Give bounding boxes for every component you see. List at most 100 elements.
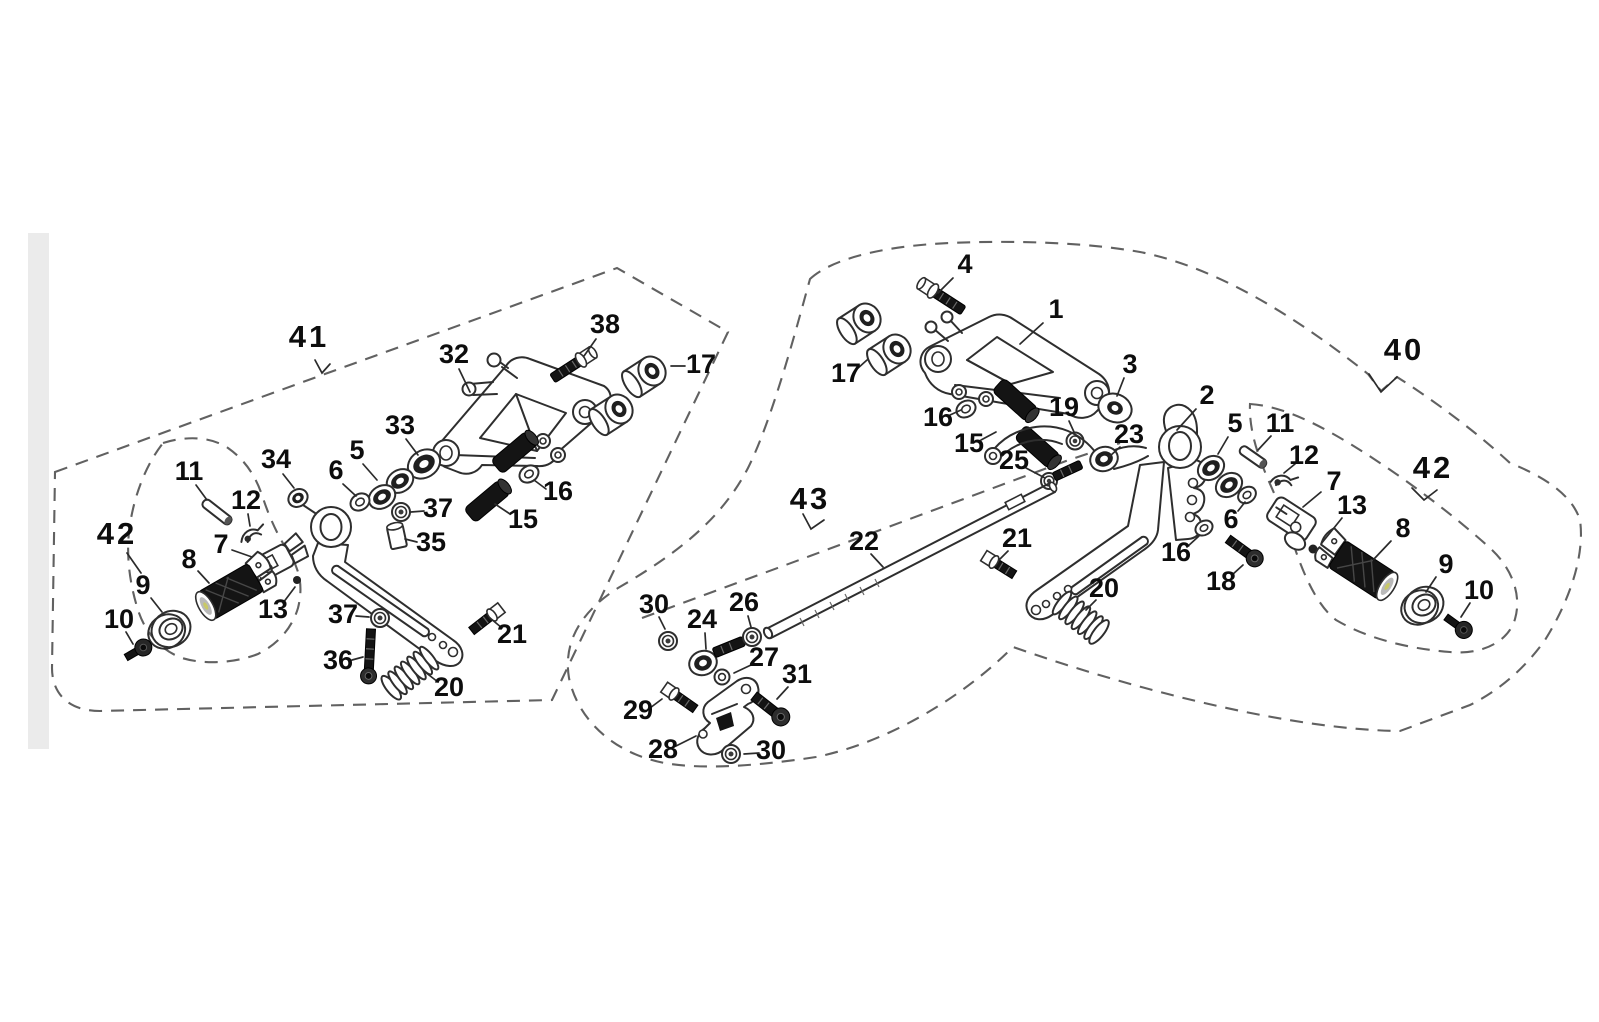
callout-3: 3	[1122, 349, 1137, 379]
callout-leader-37	[355, 615, 370, 618]
callout-8: 8	[1395, 513, 1410, 543]
callout-leader-12	[1283, 463, 1296, 474]
callout-leader-21	[489, 617, 503, 629]
callout-leader-10	[1460, 602, 1471, 618]
callout-leader-13	[1320, 517, 1343, 545]
end-cap-9	[1400, 585, 1445, 626]
callout-leader-28	[675, 735, 697, 747]
callout-leader-24	[704, 632, 707, 650]
callout-leader-16	[1186, 535, 1200, 548]
clevis-pin-11	[1238, 445, 1268, 469]
callout-leader-8	[197, 570, 210, 584]
callout-leader-5	[362, 463, 378, 481]
nut-30	[721, 744, 741, 764]
nut-30	[658, 631, 678, 651]
callout-28: 28	[648, 734, 678, 764]
callout-43: 43	[790, 481, 830, 516]
callout-8: 8	[181, 544, 196, 574]
callout-21: 21	[1002, 523, 1032, 553]
heel-arm-2	[1025, 403, 1208, 621]
callout-34: 34	[261, 444, 291, 474]
footpeg-8	[1314, 527, 1399, 602]
ball-13	[293, 576, 301, 584]
spacer-35	[386, 521, 408, 551]
callout-5: 5	[1227, 408, 1242, 438]
callout-leader-4	[937, 277, 954, 294]
bearing-5	[367, 484, 397, 510]
callout-leader-9	[1425, 576, 1437, 593]
bearing-5	[1196, 454, 1226, 482]
callout-leader-36	[351, 656, 364, 661]
callout-16: 16	[1161, 537, 1191, 567]
ball-13	[1308, 544, 1318, 554]
callout-7: 7	[1326, 466, 1341, 496]
left-assembly	[123, 345, 667, 701]
clevis-pin-11	[201, 498, 233, 526]
callout-leader-30	[658, 616, 666, 630]
callout-23: 23	[1114, 419, 1144, 449]
callout-leader-20	[1085, 599, 1097, 611]
callout-leader-19	[1068, 420, 1075, 433]
callout-22: 22	[849, 526, 879, 556]
bolt-29	[659, 681, 699, 714]
callout-leader-1	[1019, 322, 1044, 345]
callout-leader-6	[342, 483, 357, 497]
callout-6: 6	[328, 455, 343, 485]
bolt-31	[750, 691, 791, 727]
callout-20: 20	[434, 672, 464, 702]
shift-rod-22	[762, 481, 1058, 640]
region-41-outline	[50, 266, 730, 713]
callout-leader-42	[1411, 487, 1438, 502]
bushing-3	[1097, 392, 1133, 424]
callout-37: 37	[328, 599, 358, 629]
callout-leader-29	[649, 698, 663, 709]
callout-42: 42	[97, 516, 137, 551]
callout-leader-10	[125, 631, 134, 645]
callout-16: 16	[543, 476, 573, 506]
callout-leader-7	[1302, 491, 1322, 508]
callout-7: 7	[213, 529, 228, 559]
callout-leader-11	[1257, 435, 1272, 451]
callout-leader-41	[314, 359, 331, 375]
callout-19: 19	[1049, 392, 1079, 422]
callout-42: 42	[1413, 450, 1453, 485]
spacer-sleeves-15	[465, 429, 539, 522]
callout-leader-43	[802, 513, 825, 531]
rubber-bushing-17	[866, 333, 912, 377]
callout-leader-15	[494, 503, 511, 515]
group-outlines	[50, 240, 1582, 768]
right-assembly	[658, 276, 1473, 764]
callout-leader-13	[282, 586, 296, 604]
bearing-5	[1214, 471, 1244, 499]
callout-leader-6	[1237, 501, 1246, 512]
callout-leader-15	[980, 431, 997, 441]
bolt-21	[979, 549, 1018, 580]
callout-12: 12	[1289, 440, 1319, 470]
callout-leader-32	[458, 368, 471, 393]
callout-leader-16	[949, 409, 962, 416]
region-43-line	[641, 442, 1121, 619]
callout-21: 21	[497, 619, 527, 649]
callout-31: 31	[782, 659, 812, 689]
callout-leader-22	[870, 553, 884, 568]
callout-2: 2	[1199, 380, 1214, 410]
callout-16: 16	[923, 402, 953, 432]
shift-lever-28	[696, 676, 760, 756]
bracket-plate-32	[432, 352, 612, 475]
scan-artifact	[28, 233, 49, 749]
callout-leader-25	[1025, 467, 1046, 479]
callout-leader-9	[150, 597, 163, 613]
lug-ring	[486, 352, 502, 368]
callout-13: 13	[1337, 490, 1367, 520]
callout-29: 29	[623, 695, 653, 725]
bolt-24-stud	[712, 636, 746, 658]
footpeg-8	[194, 550, 278, 622]
callout-1: 1	[1048, 294, 1063, 324]
callout-leader-27	[733, 664, 752, 674]
washer-6	[1237, 485, 1257, 505]
callout-6: 6	[1223, 504, 1238, 534]
callout-32: 32	[439, 339, 469, 369]
